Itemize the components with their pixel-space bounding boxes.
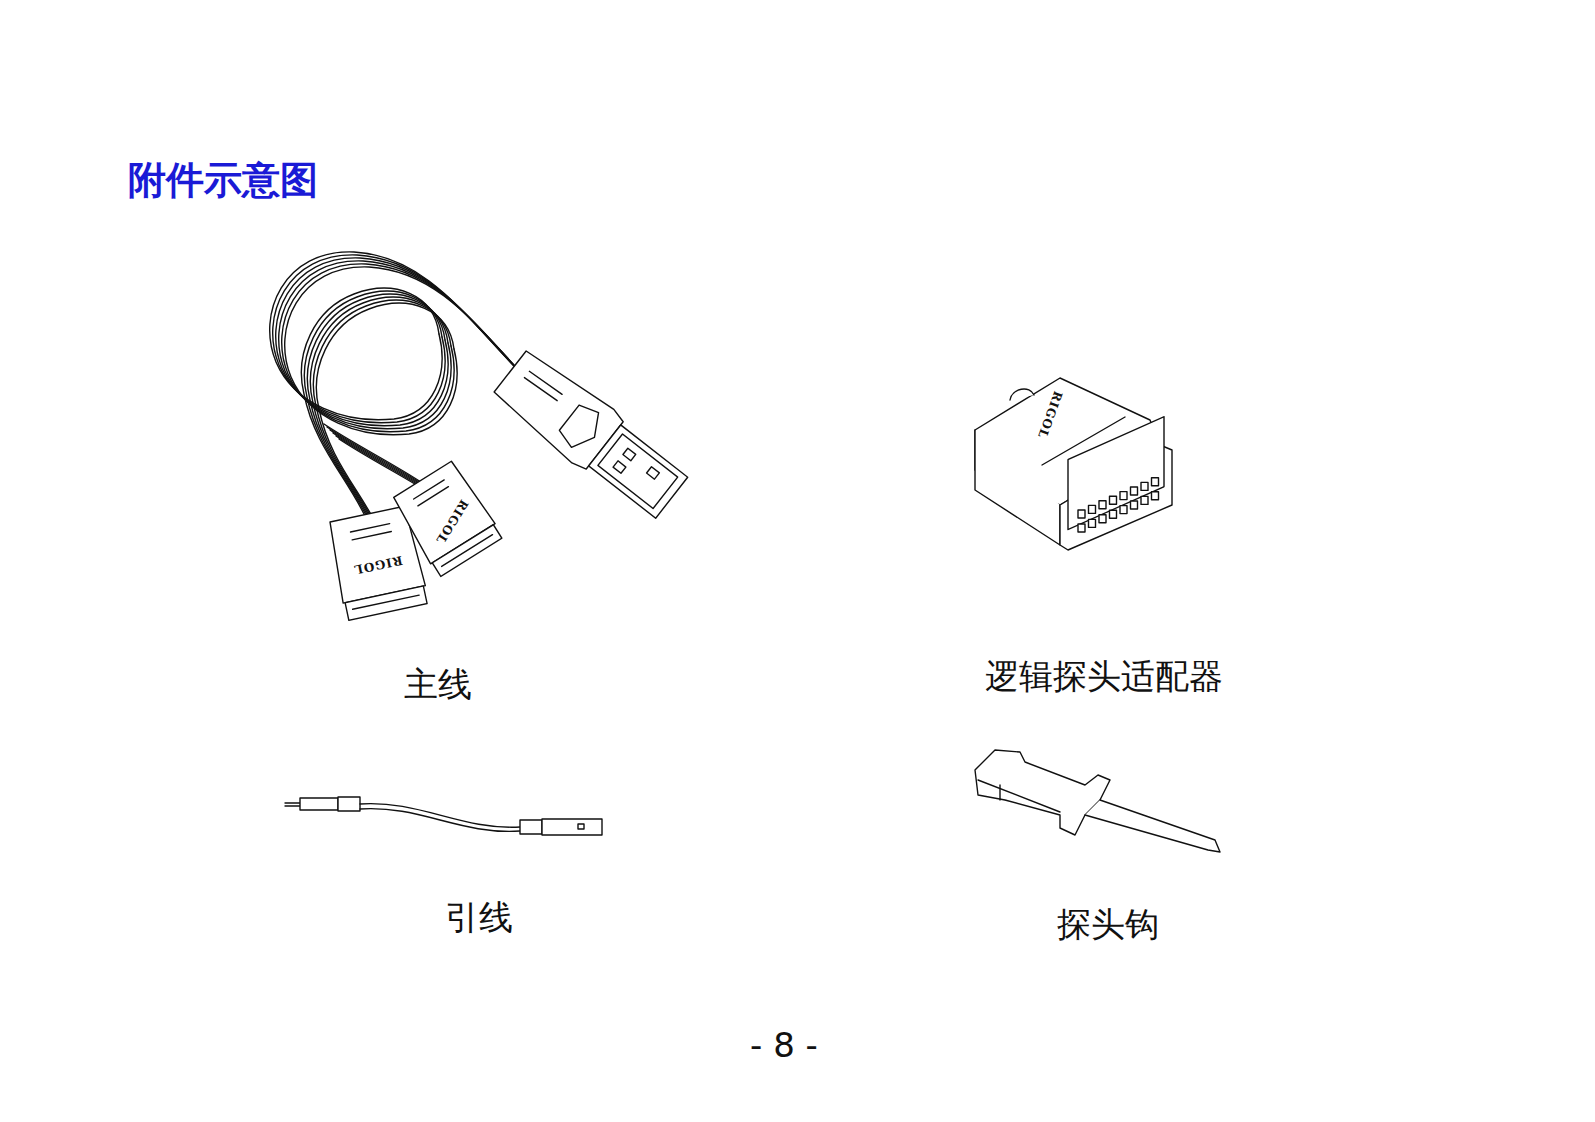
probe-adapter [975,378,1172,550]
part-name: 逻辑探头适配器 [985,654,1223,700]
adapter-pin [1141,496,1148,504]
adapter-pin [1099,515,1106,523]
adapter-pin [1152,492,1159,500]
lead-wire [285,797,602,835]
main-plug [489,345,692,525]
adapter-pin [1089,505,1096,513]
adapter-pin [1078,510,1085,518]
page-title: 附件示意图 [128,155,318,206]
page-number: - 8 - [750,1025,818,1065]
ribbon-cable [270,252,529,529]
adapter-pin [1089,519,1096,527]
adapter-pin [1152,478,1159,486]
adapter-pin [1078,524,1085,532]
adapter-pin [1099,501,1106,509]
adapter-pins [1078,478,1159,532]
adapter-pin [1141,482,1148,490]
adapter-pin [1120,506,1127,514]
adapter-pin [1110,510,1117,518]
part-name: 主线 [404,662,472,708]
part-name: 引线 [445,895,513,941]
cable-connector [390,459,503,577]
adapter-pin [1131,487,1138,495]
part-name: 探头钩 [1057,902,1159,948]
adapter-pin [1131,501,1138,509]
probe-hook [975,750,1220,852]
adapter-pin [1120,492,1127,500]
adapter-pin [1110,496,1117,504]
